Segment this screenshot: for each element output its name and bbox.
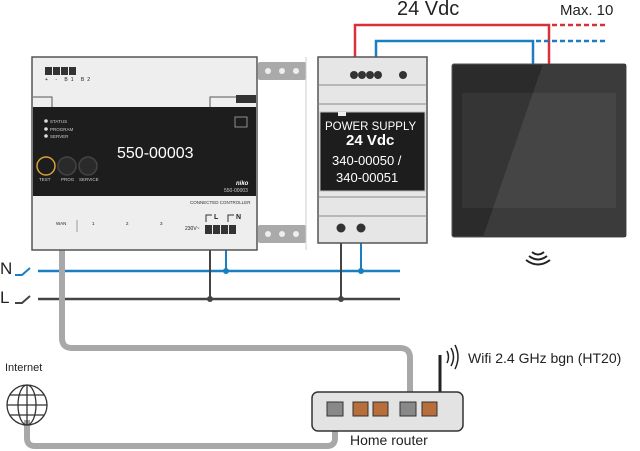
led-label-status: STATUS <box>50 119 68 124</box>
max-devices-label: Max. 10 <box>560 2 614 19</box>
power-supply-voltage: 24 Vdc <box>346 132 395 149</box>
terminal-label: B1 <box>64 77 77 83</box>
mains-lines <box>15 235 400 304</box>
wifi-label: Wifi 2.4 GHz bgn (HT20) <box>468 350 622 366</box>
port-1: 1 <box>92 221 95 226</box>
internet-label: Internet <box>5 362 43 374</box>
terminal-label: + <box>45 77 51 83</box>
terminal-label: B2 <box>80 77 94 83</box>
led-label-program: PROGRAM <box>50 126 74 132</box>
wireless-icon <box>525 251 551 266</box>
controller-leds: STATUS PROGRAM SERVER <box>50 118 73 141</box>
power-label: 230V~ <box>185 226 200 232</box>
service-button-label: SERVICE <box>79 177 99 182</box>
led-label-server: SERVER <box>50 134 69 139</box>
din-rail <box>258 57 307 250</box>
power-supply-title: POWER SUPPLY <box>325 121 417 133</box>
live-label: L <box>0 288 10 307</box>
terminal-label: - <box>55 77 60 83</box>
neutral-label: N <box>0 259 13 278</box>
port-2: 2 <box>126 221 129 226</box>
lan-cable <box>59 245 413 410</box>
test-button-label: TEST <box>39 177 51 182</box>
touchscreen-device <box>451 63 627 238</box>
port-wan: WAN <box>56 221 67 226</box>
globe-icon <box>6 384 48 426</box>
connected-controller-label: CONNECTED CONTROLLER <box>190 200 251 205</box>
power-supply-model-2: 340-00051 <box>336 170 399 185</box>
port-3: 3 <box>160 221 163 226</box>
prog-button-label: PROG <box>61 177 75 182</box>
controller-top-terminals: + - B1 B2 <box>45 77 93 83</box>
power-supply-model-1: 340-00050 / <box>332 153 402 168</box>
brand-logo: niko <box>236 181 249 187</box>
power-supply-device <box>317 56 428 244</box>
router-label: Home router <box>350 432 428 448</box>
controller-model: 550-00003 <box>117 145 194 162</box>
controller-device <box>31 56 258 251</box>
router-device <box>311 344 464 432</box>
supply-voltage-label: 24 Vdc <box>397 0 460 20</box>
terminal-l-label: L <box>214 214 219 221</box>
controller-model-small: 550-00003 <box>224 188 248 194</box>
wan-cable <box>24 410 338 449</box>
terminal-n-label: N <box>236 214 242 221</box>
dc-red-wire <box>353 23 607 64</box>
dc-blue-wire <box>374 39 607 64</box>
